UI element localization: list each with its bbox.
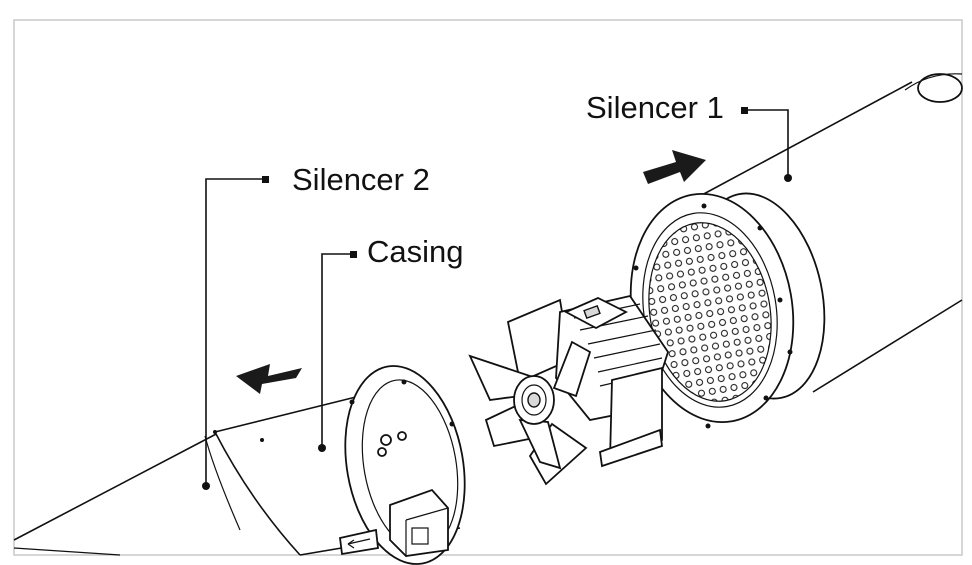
airflow-arrow-icon <box>643 150 706 184</box>
label-silencer-2: Silencer 2 <box>292 162 430 197</box>
leader-silencer-1 <box>741 107 792 182</box>
silencer-1 <box>629 73 963 429</box>
fan-blade-icon <box>468 340 592 486</box>
motor-icon <box>506 294 669 468</box>
label-silencer-1: Silencer 1 <box>586 90 724 125</box>
leader-casing <box>318 251 357 452</box>
silencer-2 <box>13 431 241 556</box>
casing <box>213 365 466 565</box>
airflow-arrow-icon <box>236 364 302 394</box>
leader-silencer-2 <box>202 176 269 490</box>
figure-frame <box>13 19 963 556</box>
label-casing: Casing <box>367 234 464 269</box>
